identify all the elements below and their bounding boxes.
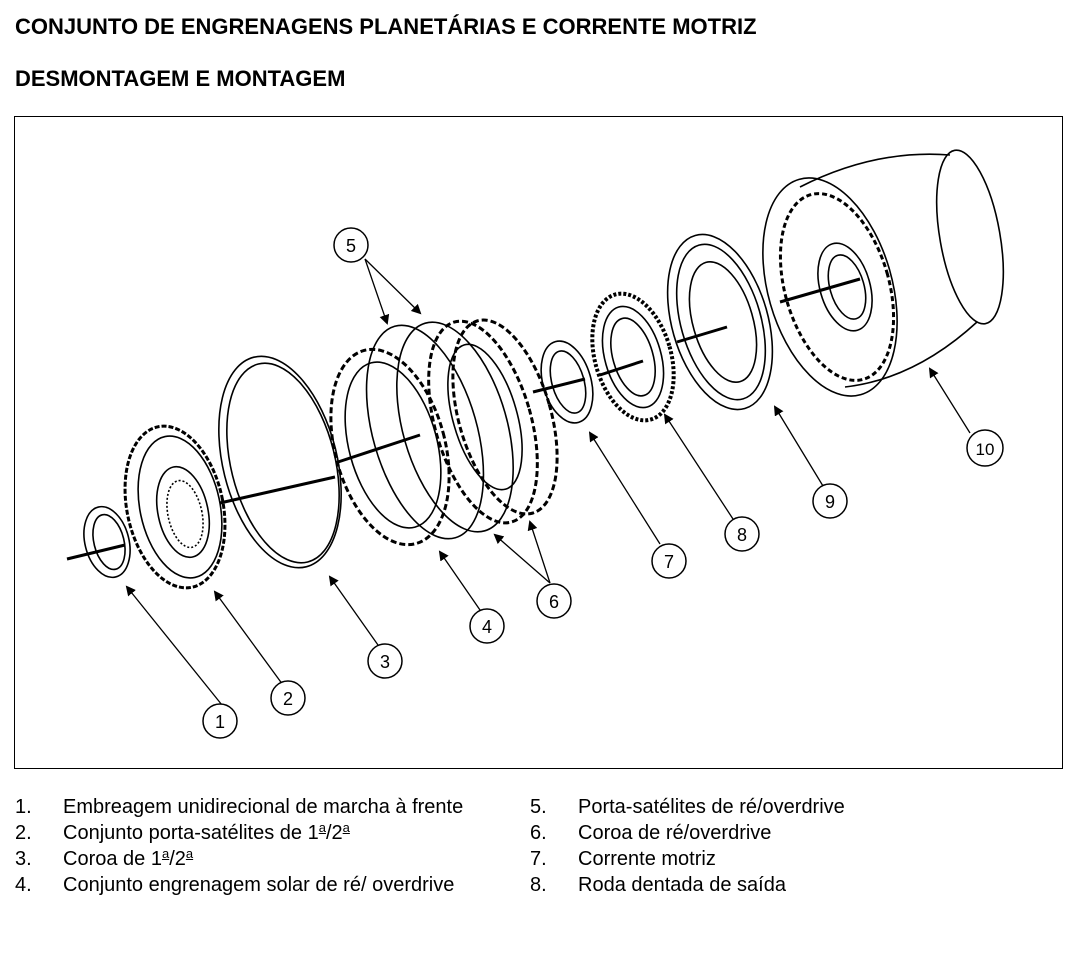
part-2-planetary-carrier	[123, 424, 227, 590]
exploded-view-drawing: 1 2 3 4 5 6 7 8	[66, 149, 1005, 739]
part-5-reverse-carrier	[365, 321, 514, 540]
part-10-drum	[762, 149, 1005, 397]
callout-5: 5	[333, 227, 369, 263]
callout-9: 9	[812, 483, 848, 519]
svg-text:7: 7	[664, 552, 674, 572]
exploded-view-figure: 1 2 3 4 5 6 7 8	[14, 116, 1063, 769]
svg-text:5: 5	[346, 236, 356, 256]
part-1-one-way-clutch	[83, 505, 131, 579]
legend-item-number: 5.	[530, 796, 547, 818]
legend-item-number: 3.	[15, 848, 32, 870]
svg-text:3: 3	[380, 652, 390, 672]
legend-item-text: Coroa de ré/overdrive	[578, 822, 772, 844]
leader-lines	[125, 258, 971, 706]
legend-item-number: 2.	[15, 822, 32, 844]
callout-6: 6	[536, 583, 572, 619]
legend-item: 1. Embreagem unidirecional de marcha à f…	[15, 794, 475, 820]
legend-item: 4. Conjunto engrenagem solar de ré/ over…	[15, 872, 475, 898]
legend-item-number: 4.	[15, 874, 32, 896]
part-9-bearing	[666, 233, 774, 411]
svg-text:2: 2	[283, 689, 293, 709]
callout-8: 8	[724, 516, 760, 552]
legend-item-text: Embreagem unidirecional de marcha à fren…	[63, 796, 464, 818]
legend-item: 6. Coroa de ré/overdrive	[530, 820, 1050, 846]
svg-text:9: 9	[825, 492, 835, 512]
legend-right-column: 5. Porta-satélites de ré/overdrive 6. Co…	[530, 794, 1050, 898]
legend-item-number: 6.	[530, 822, 547, 844]
svg-text:6: 6	[549, 592, 559, 612]
page-title: CONJUNTO DE ENGRENAGENS PLANETÁRIAS E CO…	[15, 14, 757, 39]
svg-text:1: 1	[215, 712, 225, 732]
callout-2: 2	[270, 680, 306, 716]
legend-item-text: Conjunto engrenagem solar de ré/ overdri…	[63, 874, 455, 896]
svg-text:10: 10	[976, 440, 995, 459]
legend-item: 5. Porta-satélites de ré/overdrive	[530, 794, 1050, 820]
legend-item: 3. Coroa de 1a/2a	[15, 846, 475, 872]
legend-item-text: Roda dentada de saída	[578, 874, 786, 896]
callout-1: 1	[202, 703, 238, 739]
svg-text:8: 8	[737, 525, 747, 545]
legend-item-text: Conjunto porta-satélites de 1a/2a	[63, 820, 350, 844]
callout-3: 3	[367, 643, 403, 679]
legend-left-column: 1. Embreagem unidirecional de marcha à f…	[15, 794, 475, 898]
svg-text:4: 4	[482, 617, 492, 637]
legend-item: 7. Corrente motriz	[530, 846, 1050, 872]
part-7-drive-chain	[540, 340, 594, 424]
legend-item-number: 8.	[530, 874, 547, 896]
legend-item-text: Corrente motriz	[578, 848, 716, 870]
part-4-sun-gear	[329, 347, 451, 547]
callout-4: 4	[469, 608, 505, 644]
legend-item-number: 7.	[530, 848, 547, 870]
callout-10: 10	[966, 429, 1004, 467]
callout-7: 7	[651, 543, 687, 579]
legend-item-text: Porta-satélites de ré/overdrive	[578, 796, 845, 818]
part-8-output-sprocket	[590, 291, 676, 423]
legend-item: 2. Conjunto porta-satélites de 1a/2a	[15, 820, 475, 846]
legend-item-number: 1.	[15, 796, 32, 818]
legend-item: 8. Roda dentada de saída	[530, 872, 1050, 898]
part-6-reverse-ring-gear	[427, 318, 559, 525]
legend-item-text: Coroa de 1a/2a	[63, 846, 194, 870]
section-subtitle: DESMONTAGEM E MONTAGEM	[15, 66, 346, 91]
